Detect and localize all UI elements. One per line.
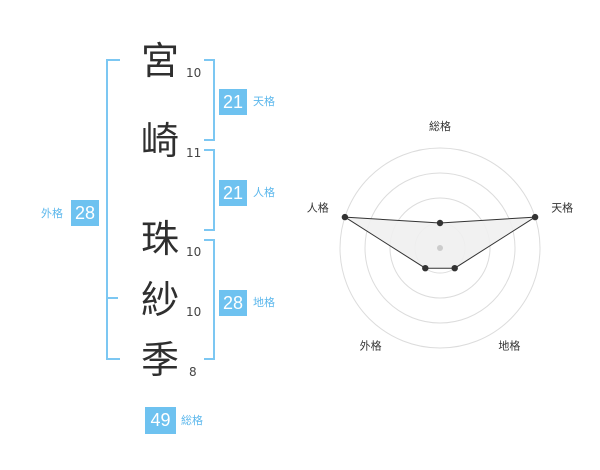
name-char-2-strokes: 11	[186, 146, 202, 160]
radar-grid-ring-1	[414, 222, 466, 274]
chikaku-value: 28	[219, 290, 247, 316]
radar-center-dot	[437, 245, 443, 251]
radar-grid-ring-3	[364, 172, 516, 324]
name-char-5: 季	[140, 338, 179, 382]
jinkaku-bracket	[204, 149, 215, 231]
jinkaku-value: 21	[219, 180, 247, 206]
radar-axis-label-5: 人格	[307, 201, 329, 215]
gaikaku-value: 28	[71, 200, 99, 226]
radar-axis-label-1: 総格	[429, 119, 451, 133]
tenkaku-bracket	[204, 59, 215, 141]
radar-point-2	[531, 213, 539, 221]
radar-point-5	[341, 213, 349, 221]
chikaku-label: 地格	[253, 296, 275, 309]
jinkaku-label: 人格	[253, 186, 275, 199]
tenkaku-value: 21	[219, 89, 247, 115]
name-char-5-strokes: 8	[189, 365, 197, 379]
gaikaku-bracket	[106, 59, 120, 360]
radar-grid-ring-4	[339, 147, 541, 349]
name-char-4: 紗	[140, 278, 179, 322]
soukaku-label: 総格	[181, 414, 203, 427]
name-char-3: 珠	[140, 217, 179, 261]
radar-point-3	[451, 265, 458, 272]
name-char-3-strokes: 10	[186, 245, 202, 259]
radar-axis-label-4: 外格	[360, 339, 382, 353]
soukaku-value: 49	[145, 407, 176, 434]
kakusu-brackets	[106, 59, 215, 360]
gaikaku-label: 外格	[41, 207, 63, 220]
name-char-4-strokes: 10	[186, 305, 202, 319]
radar-series-area	[344, 216, 536, 269]
radar-grid-ring-2	[389, 197, 491, 299]
radar-point-1	[436, 219, 444, 227]
name-char-2: 崎	[140, 119, 179, 163]
radar-axis-label-3: 地格	[498, 339, 520, 353]
radar-point-4	[422, 265, 429, 272]
radar-axis-label-2: 天格	[551, 201, 573, 215]
tenkaku-label: 天格	[253, 95, 275, 108]
chikaku-bracket	[204, 239, 215, 360]
name-char-1: 宮	[140, 39, 179, 83]
name-char-1-strokes: 10	[186, 66, 202, 80]
